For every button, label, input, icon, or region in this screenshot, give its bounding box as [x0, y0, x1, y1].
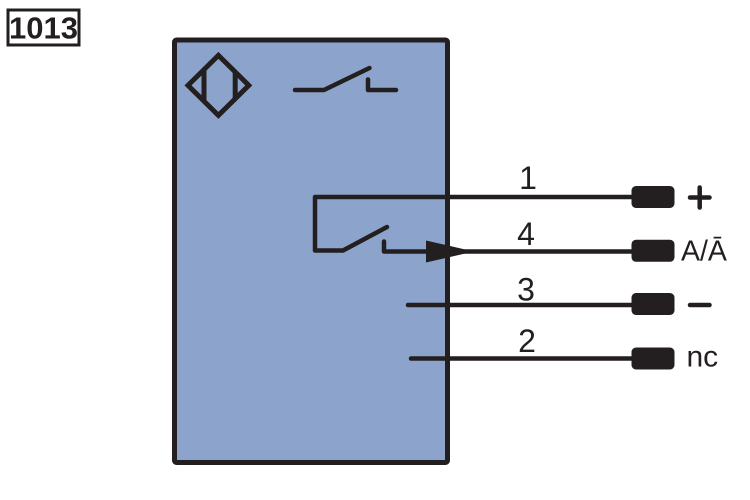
svg-text:1: 1: [519, 160, 537, 196]
svg-text:A/Ā: A/Ā: [681, 236, 727, 268]
svg-text:3: 3: [517, 272, 535, 308]
svg-text:1013: 1013: [9, 11, 78, 46]
svg-text:4: 4: [517, 216, 535, 252]
svg-text:2: 2: [518, 323, 536, 359]
svg-text:nc: nc: [687, 341, 719, 374]
